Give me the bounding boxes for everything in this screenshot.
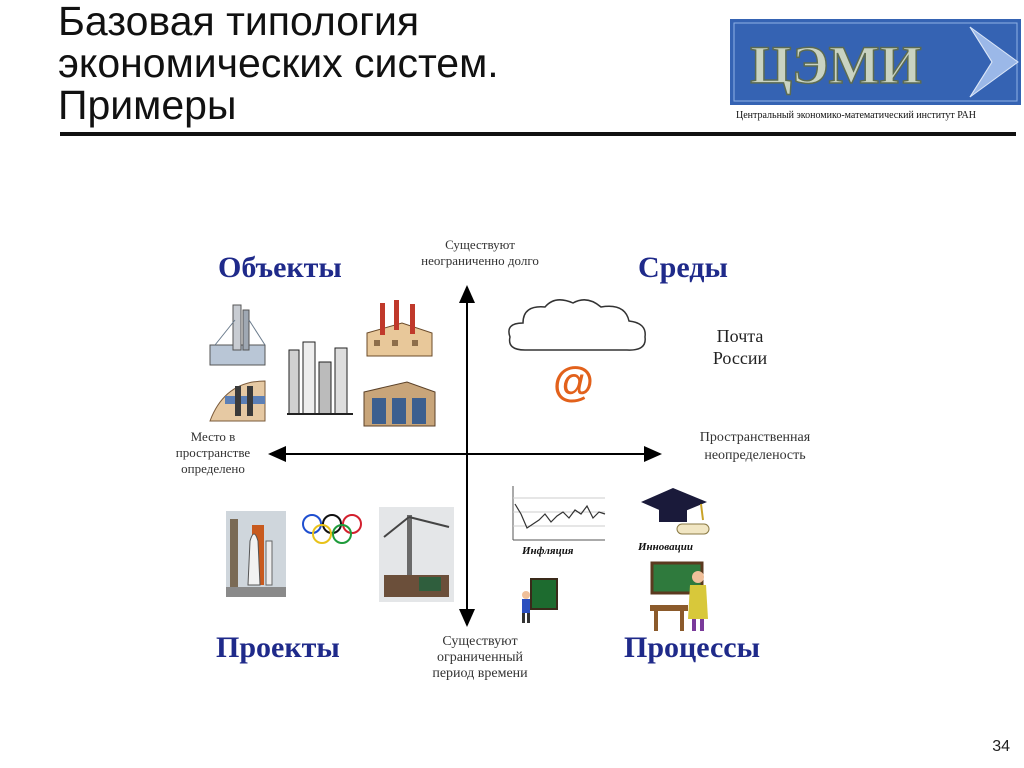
title-line-2: экономических систем. (58, 40, 499, 86)
header-divider (60, 132, 1016, 136)
space-shuttle-icon (226, 511, 286, 597)
title-line-3: Примеры (58, 82, 237, 128)
axis-right-line-2: неопределеность (704, 448, 806, 463)
factory-icon (366, 300, 433, 357)
post-line-2: России (712, 348, 768, 368)
olympic-rings-icon (302, 514, 362, 544)
post-line-1: Почта (716, 326, 764, 346)
at-icon: @ (553, 358, 594, 405)
axis-left-line-1: Место в (190, 429, 236, 444)
axis-bottom-line-1: Существуют (442, 634, 518, 649)
page-number: 34 (992, 738, 1010, 755)
axis-bottom-label: Существуют ограниченный период времени (400, 634, 560, 682)
axis-right-line-1: Пространственная (699, 430, 811, 445)
construction-crane-icon (379, 507, 454, 602)
axis-left-line-3: определено (181, 461, 245, 476)
quadrant-environments: Среды (638, 251, 728, 284)
axis-left-line-2: пространстве (175, 445, 251, 460)
axis-left-label: Место в пространстве определено (168, 429, 258, 477)
cloud-icon (508, 299, 646, 351)
innovation-label: Инновации (638, 541, 693, 553)
industrial-plant-icon (209, 304, 266, 366)
cemi-logo: ЦЭМИ (730, 19, 1021, 105)
inflation-label: Инфляция (522, 545, 574, 557)
axis-right-label: Пространственная неопределеность (680, 429, 830, 465)
axis-top-label: Существуют неограниченно долго (400, 237, 560, 269)
quadrant-processes: Процессы (624, 631, 761, 664)
quadrant-objects: Объекты (218, 251, 342, 284)
institute-caption: Центральный экономико-математический инс… (736, 110, 976, 121)
teacher-icon (650, 561, 708, 631)
child-at-board-icon (522, 578, 558, 623)
warehouse-icon (363, 381, 436, 427)
axis-bottom-line-2: ограниченный (436, 650, 524, 665)
axis-top-line-1: Существуют (445, 237, 515, 252)
axis-bottom-line-3: период времени (432, 666, 528, 681)
dam-icon (209, 380, 266, 422)
refinery-icon (287, 341, 353, 415)
logo-text: ЦЭМИ (750, 35, 922, 95)
quadrant-projects: Проекты (216, 631, 340, 664)
title-line-1: Базовая типология (58, 0, 420, 44)
inflation-chart-icon (512, 486, 606, 541)
page-title: Базовая типология экономических систем. … (58, 0, 499, 126)
axis-top-line-2: неограниченно долго (421, 253, 539, 268)
graduation-cap-icon (641, 488, 710, 535)
post-label: Почта России (695, 325, 785, 369)
logo-graphic: ЦЭМИ (730, 19, 1021, 105)
